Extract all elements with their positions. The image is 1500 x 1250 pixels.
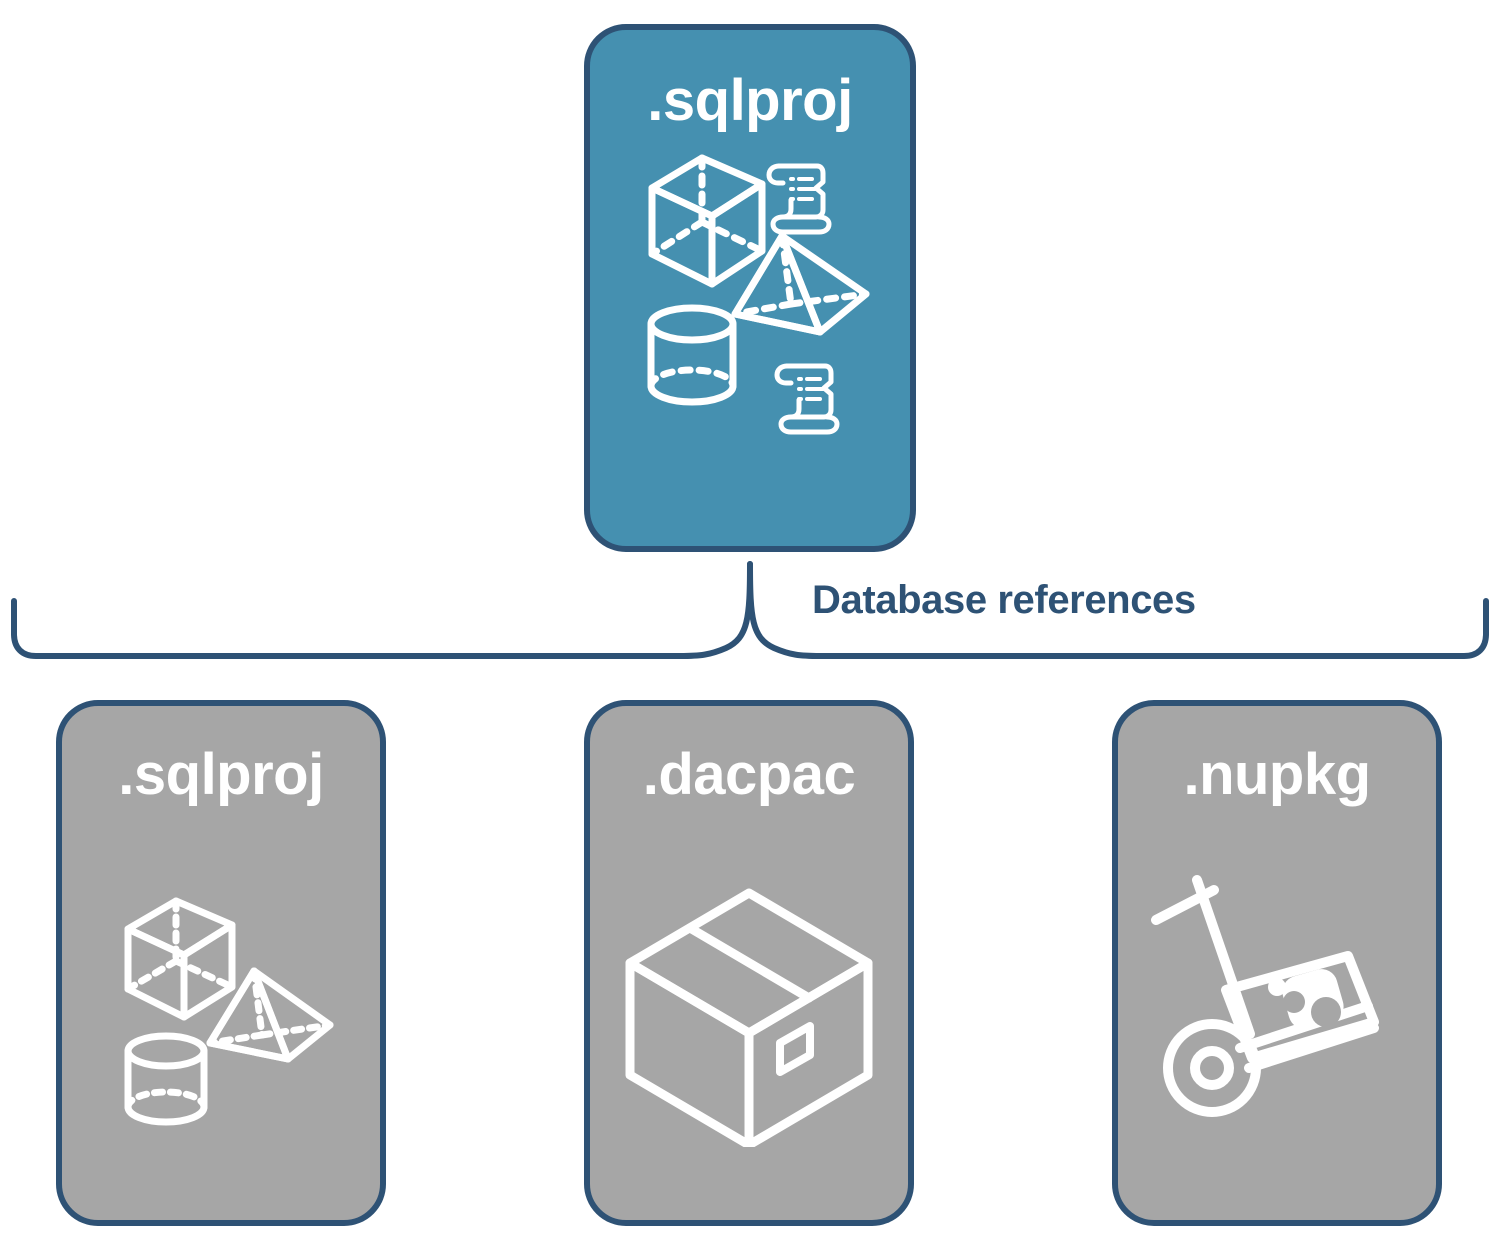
card-title-sqlproj-reference: .sqlproj bbox=[118, 742, 324, 807]
card-title-nupkg: .nupkg bbox=[1183, 742, 1371, 807]
sqlproj-reference-shapes-group bbox=[124, 897, 334, 1126]
card-reference-nupkg[interactable]: .nupkg bbox=[1112, 700, 1442, 1226]
sqlproj-shapes-group bbox=[647, 154, 870, 406]
card-reference-dacpac[interactable]: .dacpac bbox=[584, 700, 914, 1226]
wireframe-pyramid-icon bbox=[206, 967, 334, 1063]
card-art-dacpac bbox=[590, 804, 908, 1220]
hand-truck-package-icon bbox=[1151, 875, 1379, 1117]
card-title-sqlproj-root: .sqlproj bbox=[647, 68, 853, 133]
card-sqlproj-root[interactable]: .sqlproj bbox=[584, 24, 916, 552]
nuget-logo-cutouts bbox=[1283, 991, 1341, 1027]
scroll-script-icon-top bbox=[766, 163, 832, 235]
wireframe-cube-icon bbox=[124, 897, 236, 1021]
card-title-dacpac: .dacpac bbox=[642, 742, 856, 807]
card-art-sqlproj-root bbox=[590, 130, 910, 546]
wireframe-cylinder-icon bbox=[647, 304, 737, 406]
connector-label-database-references: Database references bbox=[812, 578, 1196, 622]
wireframe-pyramid-icon bbox=[731, 232, 870, 336]
database-references-brace bbox=[11, 561, 1489, 659]
card-reference-sqlproj[interactable]: .sqlproj bbox=[56, 700, 386, 1226]
package-box-icon bbox=[625, 888, 873, 1147]
scroll-script-icon-bottom bbox=[774, 363, 840, 435]
wireframe-cylinder-icon bbox=[124, 1032, 208, 1126]
card-art-nupkg bbox=[1118, 804, 1436, 1220]
wireframe-cube-icon bbox=[648, 154, 766, 288]
card-art-sqlproj-reference bbox=[62, 804, 380, 1220]
